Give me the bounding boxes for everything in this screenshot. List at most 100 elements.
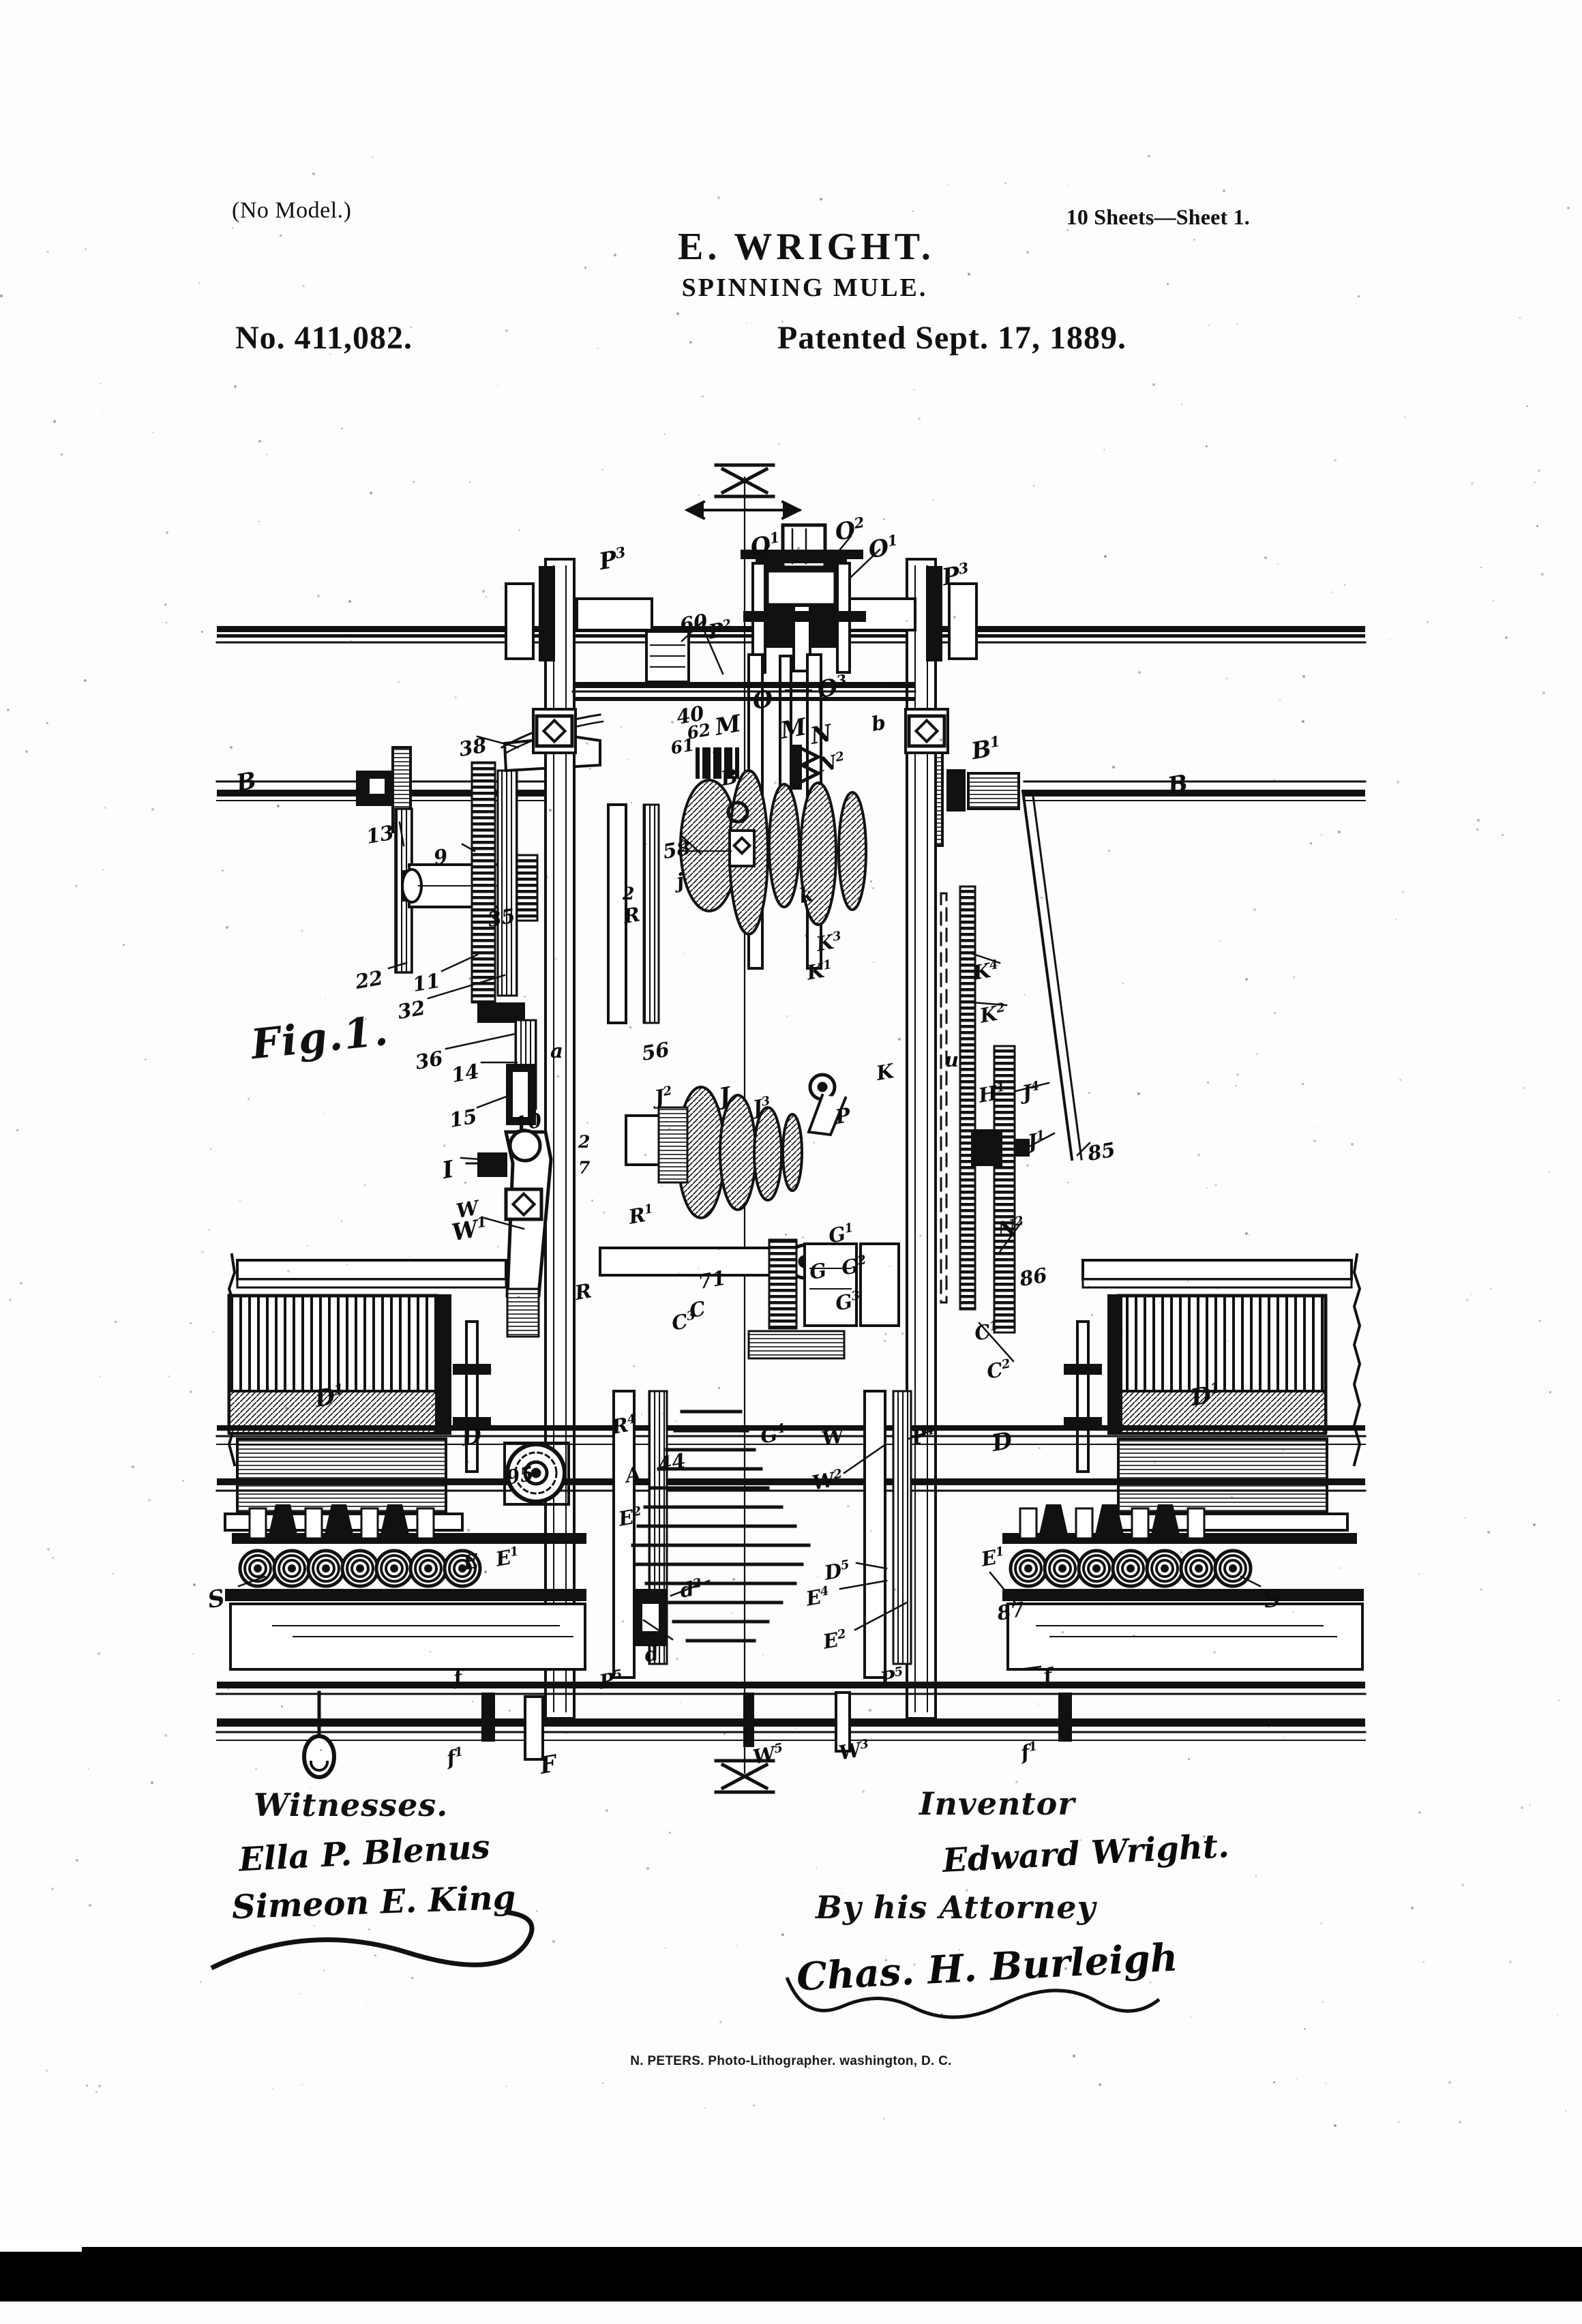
ref-label-j4-51: J4 <box>1020 1078 1041 1105</box>
ref-label-e2-83: E2 <box>821 1626 848 1654</box>
sheet-count-note: 10 Sheets—Sheet 1. <box>1066 205 1250 229</box>
centre-lower-frame <box>503 1390 912 1679</box>
ref-label-f1-94: f1 <box>445 1744 464 1770</box>
inventor-name-heading: E. WRIGHT. <box>678 226 935 268</box>
ref-label-p4-78: P4 <box>910 1422 936 1450</box>
ref-label-u-49: u <box>944 1048 959 1071</box>
ref-label-2-101: 2 <box>578 1132 591 1152</box>
ref-label-r-103: R <box>573 1279 594 1305</box>
ref-label-e4-82: E4 <box>804 1583 831 1611</box>
attorney-signature-flourish <box>785 1977 1161 2019</box>
ref-label-b-9: B <box>1165 769 1190 800</box>
ref-label-j1-52: J1 <box>1026 1127 1047 1154</box>
ref-label-n-28: N <box>808 719 835 750</box>
left-gear-assembly <box>394 713 604 1125</box>
outer-posts <box>505 582 978 660</box>
box-60 <box>645 621 704 683</box>
no-model-note: (No Model.) <box>232 198 352 223</box>
ref-label-71-56: 71 <box>696 1266 728 1294</box>
hanger-58-j <box>681 801 756 867</box>
ref-label-p3-1: P3 <box>940 558 970 592</box>
ref-label-e1-88: E1 <box>979 1544 1006 1571</box>
ref-label-p3-0: P3 <box>597 543 627 576</box>
ref-label-22-14: 22 <box>353 966 385 994</box>
ref-label-o2-3: O2 <box>833 513 866 547</box>
ref-label-60-5: 60 <box>678 609 710 637</box>
ref-label-p-54: P <box>833 1103 852 1129</box>
ref-label-38-10: 38 <box>457 733 489 761</box>
ref-label-58-34: 58 <box>661 835 693 863</box>
ref-label-c1-67: C1 <box>972 1318 1000 1345</box>
witnesses-label: Witnesses. <box>254 1787 449 1823</box>
ref-label-d1-70: D1 <box>1189 1378 1222 1412</box>
inventor-label: Inventor <box>919 1785 1075 1822</box>
ref-label-10-20: 10 <box>512 1108 544 1136</box>
ref-label-g-59: G <box>807 1258 829 1284</box>
ref-label-2-43: 2 <box>623 884 635 904</box>
bottom-rails <box>215 1682 1367 1779</box>
ref-label-w-63: W <box>454 1195 481 1223</box>
ref-label-7-102: 7 <box>578 1158 591 1178</box>
ref-label-b1-8: B1 <box>969 732 1002 766</box>
ref-label-e1-87: E1 <box>494 1544 520 1571</box>
ref-label-86-65: 86 <box>1017 1263 1049 1291</box>
central-gear-train <box>607 769 867 1024</box>
section-line-x-x <box>684 463 803 1794</box>
printer-imprint: N. PETERS. Photo-Lithographer. washingto… <box>630 2054 952 2068</box>
ref-label-m-27: M <box>778 713 809 745</box>
ref-label-p2-6: P2 <box>706 616 732 644</box>
ref-label-56-45: 56 <box>640 1037 672 1065</box>
patent-number: No. 411,082. <box>235 320 413 356</box>
ref-label-b-33: B <box>719 764 740 790</box>
ref-label-p5-97: P5 <box>597 1667 623 1694</box>
attorney-label: By his Attorney <box>816 1889 1096 1926</box>
ref-label-w-76: W <box>820 1423 846 1450</box>
ref-label-13-11: 13 <box>364 820 396 848</box>
ref-label-o1-2: O1 <box>748 528 781 562</box>
ref-label-j2-46: J2 <box>653 1083 674 1109</box>
ref-label-d-71: D <box>989 1427 1015 1457</box>
ref-label-85-53: 85 <box>1086 1137 1118 1165</box>
ref-label-95-72: 95 <box>504 1461 536 1489</box>
ref-label-m-26: M <box>713 710 743 741</box>
ref-label-14-18: 14 <box>449 1059 481 1087</box>
ref-label-o-30: O <box>750 685 775 715</box>
ref-label-e2-80: E2 <box>616 1504 643 1531</box>
scan-edge-bar <box>0 2247 1582 2301</box>
ref-label-36-17: 36 <box>413 1046 445 1074</box>
ref-label-c2-66: C2 <box>985 1356 1012 1384</box>
g-gear-cluster <box>747 1238 900 1360</box>
patent-date: Patented Sept. 17, 1889. <box>777 320 1126 356</box>
ref-label-r-42: R <box>621 902 642 928</box>
ref-label-61-25: 61 <box>669 734 696 758</box>
mid-rail-p2 <box>571 631 916 701</box>
leader-lines <box>237 735 1262 1671</box>
ref-label-o1-4: O1 <box>866 531 899 565</box>
ref-label-d-69: D <box>459 1421 484 1452</box>
ref-label-p5-98: P5 <box>878 1664 904 1691</box>
ref-label-o3-31: O3 <box>815 670 848 704</box>
carriage-beams-d <box>215 1425 1367 1492</box>
right-racks <box>940 789 1091 1334</box>
ref-label-c-62: C <box>687 1296 708 1322</box>
ref-label-d1-68: D1 <box>312 1380 346 1414</box>
ref-label-a-44: a <box>550 1039 563 1062</box>
ref-label-87-91: 87 <box>995 1597 1027 1625</box>
ref-label-15-19: 15 <box>447 1104 479 1132</box>
ref-label-r1-55: R1 <box>627 1202 655 1229</box>
ref-label-f1-95: f1 <box>1019 1739 1039 1765</box>
ref-label-d2-84: d2 <box>678 1575 703 1603</box>
worm-gear-m-n <box>696 745 822 790</box>
spindle-rail-right <box>1002 1504 1364 1671</box>
ref-label-a-79: A <box>623 1461 643 1487</box>
ref-label-b-7: B <box>234 766 258 797</box>
ref-label-k-41: K <box>874 1059 896 1085</box>
ref-label-e-86: E <box>461 1549 481 1575</box>
ref-label-11-15: 11 <box>411 968 443 996</box>
patent-title-heading: SPINNING MULE. <box>681 273 928 302</box>
ref-label-35-13: 35 <box>486 904 518 932</box>
signature-flourish <box>210 1909 535 1971</box>
scan-edge-notch <box>0 2242 82 2252</box>
headstock-assembly <box>741 523 881 674</box>
